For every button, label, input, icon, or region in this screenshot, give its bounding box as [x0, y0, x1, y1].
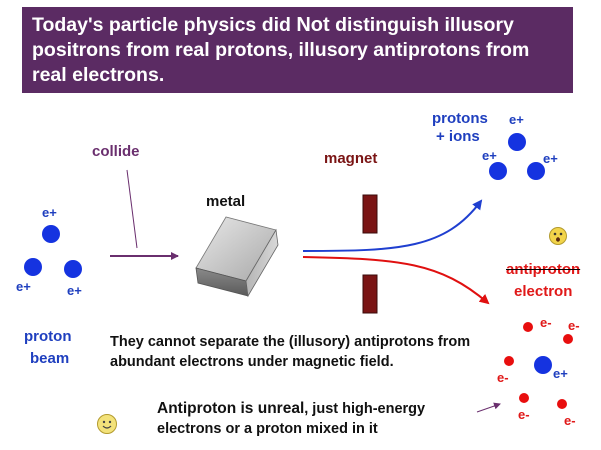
- pointer-arrow: [476, 402, 501, 413]
- title-banner: Today's particle physics did Not disting…: [22, 7, 573, 93]
- proton-particle: [508, 133, 526, 151]
- magnet-top: [362, 194, 378, 234]
- title-text-1: Today's particle physics did: [32, 14, 297, 36]
- charge-label: e+: [42, 205, 57, 220]
- unreal-rest: , just high-energy electrons or a proton…: [157, 401, 426, 437]
- charge-label: e+: [482, 148, 497, 163]
- antiproton-label: antiproton: [506, 261, 581, 278]
- smiling-face-icon: [97, 414, 117, 434]
- proton-beam-label-1: proton: [24, 328, 72, 345]
- protons-label: protons: [432, 110, 488, 127]
- charge-label: e+: [543, 151, 558, 166]
- ions-label: + ions: [436, 128, 480, 145]
- red-deflected-path: [302, 256, 490, 305]
- charge-label: e-: [564, 413, 576, 428]
- electron-particle: [523, 322, 533, 332]
- charge-label: e+: [67, 283, 82, 298]
- magnet-bottom: [362, 274, 378, 314]
- electron-particle: [557, 399, 567, 409]
- proton-particle: [42, 225, 60, 243]
- proton-particle: [527, 162, 545, 180]
- title-text-2: distinguish illusory positrons from real…: [32, 14, 530, 86]
- collide-label: collide: [92, 143, 140, 160]
- proton-particle: [24, 258, 42, 276]
- unreal-caption: Antiproton is unreal, just high-energy e…: [157, 399, 477, 439]
- charge-label: e-: [497, 370, 509, 385]
- electron-label: electron: [514, 283, 573, 300]
- surprised-face-icon: [549, 227, 567, 245]
- charge-label: e-: [540, 315, 552, 330]
- proton-particle: [489, 162, 507, 180]
- metal-bar: [195, 216, 279, 298]
- electron-particle: [563, 334, 573, 344]
- blue-deflected-path: [302, 199, 483, 252]
- electron-particle: [519, 393, 529, 403]
- electron-particle: [504, 356, 514, 366]
- proton-beam-label-2: beam: [30, 350, 70, 367]
- charge-label: e+: [509, 112, 524, 127]
- proton-particle: [534, 356, 552, 374]
- title-emphasis: Not: [296, 14, 330, 36]
- unreal-strong: Antiproton is unreal: [157, 400, 305, 417]
- collide-pointer-line: [126, 169, 138, 249]
- charge-label: e-: [518, 407, 530, 422]
- charge-label: e+: [16, 279, 31, 294]
- charge-label: e-: [568, 318, 580, 333]
- metal-label: metal: [206, 193, 246, 210]
- magnet-label: magnet: [324, 150, 378, 167]
- separation-caption: They cannot separate the (illusory) anti…: [110, 334, 471, 370]
- charge-label: e+: [553, 366, 568, 381]
- proton-particle: [64, 260, 82, 278]
